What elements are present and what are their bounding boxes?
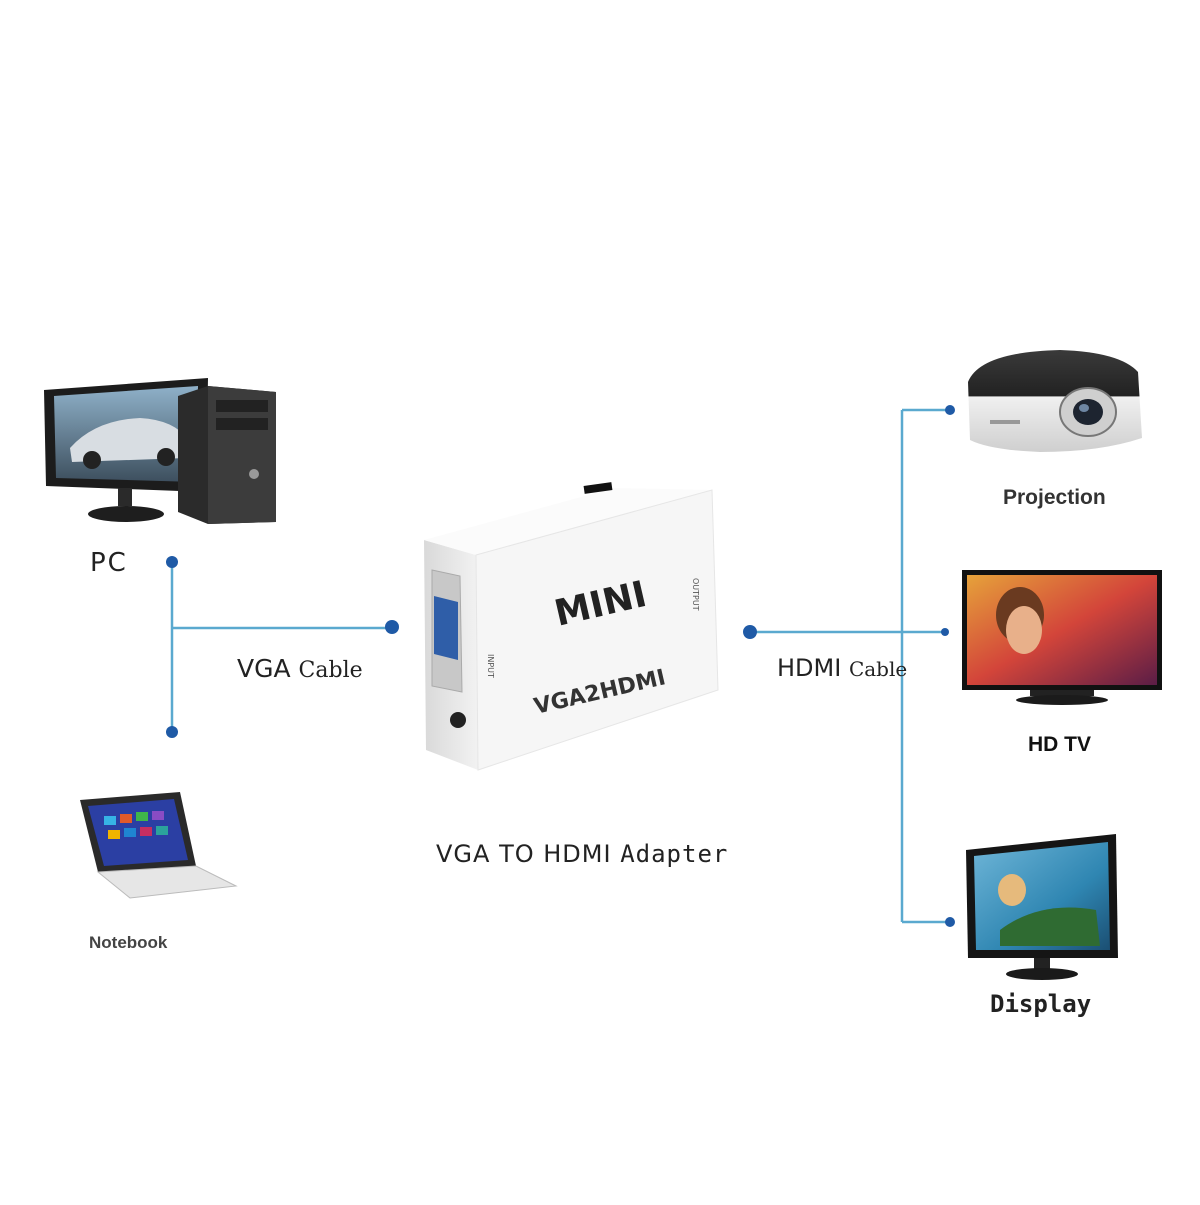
vga-input-dot (385, 620, 399, 634)
notebook-label: Notebook (89, 933, 168, 952)
projection-label: Projection (1003, 486, 1106, 509)
notebook-dot (166, 726, 178, 738)
connector-dots (166, 405, 955, 927)
hdtv-dot (941, 628, 949, 636)
display-label: Display (990, 990, 1092, 1018)
pc-label: PC (90, 548, 128, 578)
right-connectors (750, 408, 950, 924)
pc-illustration (44, 378, 276, 524)
vga-cable-label-main: VGA (237, 654, 291, 683)
left-connectors (170, 562, 392, 732)
pc-dot (166, 556, 178, 568)
hdtv-label: HD TV (1028, 733, 1091, 756)
output-port-text: OUTPUT (691, 578, 700, 611)
display-dot (945, 917, 955, 927)
hdtv-illustration (962, 570, 1162, 705)
adapter-caption-suffix: Adapter (620, 840, 729, 868)
hdmi-cable-label-suffix: Cable (848, 657, 908, 681)
vga-cable-label-suffix: Cable (298, 658, 363, 683)
display-illustration (966, 834, 1118, 980)
vga-port (434, 596, 458, 660)
projector-illustration (968, 350, 1142, 452)
notebook-illustration (80, 792, 238, 899)
audio-jack (450, 712, 466, 728)
hdmi-output-dot (743, 625, 757, 639)
adapter-caption-main: VGA TO HDMI (436, 840, 612, 868)
vga2hdmi-adapter: MINI VGA2HDMI INPUT OUTPUT (424, 482, 719, 771)
hdmi-port (583, 482, 613, 494)
hdmi-cable-label: HDMI Cable (777, 654, 907, 682)
input-port-text: INPUT (486, 654, 495, 678)
hdmi-cable-label-main: HDMI (777, 654, 842, 682)
projection-dot (945, 405, 955, 415)
adapter-caption: VGA TO HDMI Adapter (436, 840, 728, 868)
vga-cable-label: VGA Cable (237, 654, 363, 683)
